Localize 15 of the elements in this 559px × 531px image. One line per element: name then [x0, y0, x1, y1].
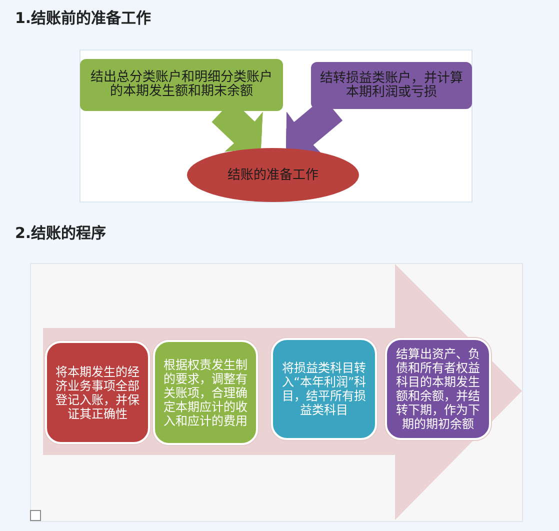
box-text: 结出总分类账户和明细分类账户的本期发生额和期末余额 — [90, 71, 274, 99]
step-box — [385, 338, 491, 440]
ellipse-text: 结账的准备工作 — [226, 168, 320, 182]
box-text: 将本期发生的经济业务事项全部登记入账，并保证其正确性 — [54, 364, 140, 420]
step-box — [45, 341, 150, 444]
step-box — [271, 338, 377, 440]
box-text: 根据权责发生制的要求，调整有关账项，合理确定本期应计的收入和应计的费用 — [162, 358, 248, 428]
box-text: 将损益类科目转入“本年利润”科目，结平所有损益类科目 — [280, 361, 368, 417]
step-box — [153, 340, 258, 445]
box-text: 结算出资产、负债和所有者权益科目的本期发生额和余额，并结转下期，作为下期的期初余额 — [395, 347, 481, 431]
section-heading: 2.结账的程序 — [15, 224, 106, 242]
process-box — [80, 59, 283, 111]
process-box — [311, 62, 472, 109]
section-heading: 1.结账前的准备工作 — [15, 9, 152, 27]
box-text: 结转损益类账户，并计算本期利润或亏损 — [319, 72, 464, 100]
